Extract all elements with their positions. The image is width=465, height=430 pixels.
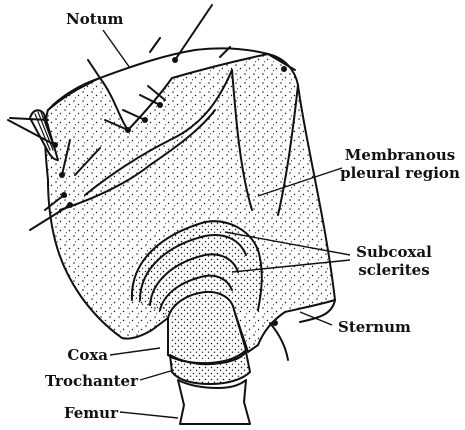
label-membranous-line1: Membranous: [336, 146, 464, 164]
leader-sternum: [300, 312, 332, 325]
label-membranous-pleural-region: Membranous pleural region: [336, 146, 464, 182]
label-sternum: Sternum: [338, 318, 411, 336]
leader-trochanter: [140, 370, 174, 380]
leader-coxa: [110, 348, 160, 355]
femur-outline: [178, 380, 250, 424]
label-notum: Notum: [66, 10, 123, 28]
label-subcoxal-line2: sclerites: [348, 261, 440, 279]
label-subcoxal-line1: Subcoxal: [348, 243, 440, 261]
label-subcoxal-sclerites: Subcoxal sclerites: [348, 243, 440, 279]
label-trochanter: Trochanter: [30, 372, 138, 390]
leader-notum: [103, 30, 130, 68]
leader-femur: [120, 412, 178, 418]
sternum-plate: [270, 323, 288, 360]
label-femur: Femur: [50, 404, 118, 422]
label-membranous-line2: pleural region: [336, 164, 464, 182]
label-coxa: Coxa: [40, 346, 108, 364]
